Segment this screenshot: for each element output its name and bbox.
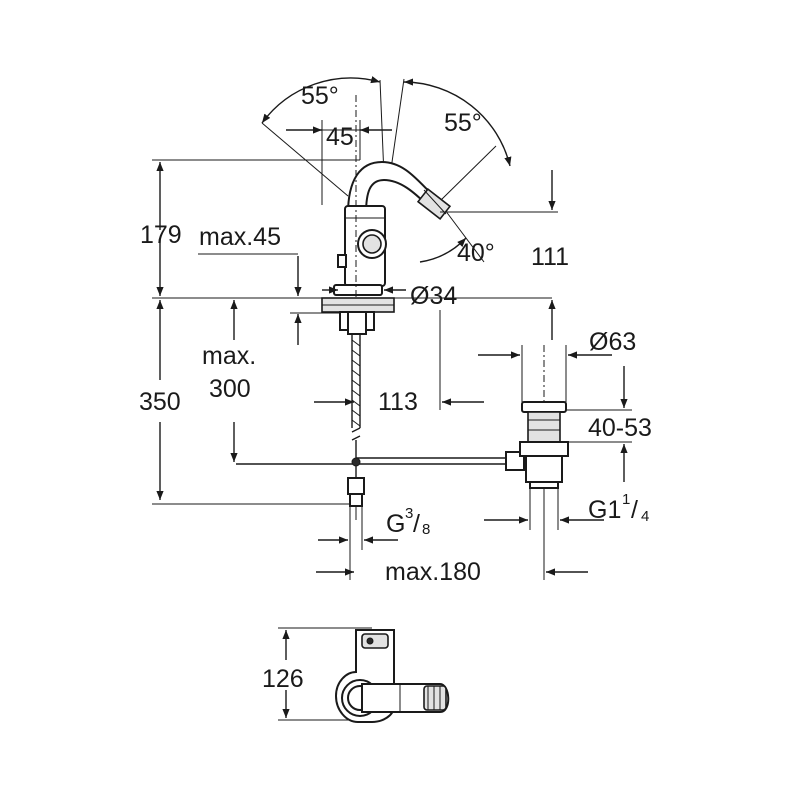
thread-left-label: G 3 / 8 bbox=[386, 505, 430, 538]
thread-left-num: 3 bbox=[405, 505, 413, 522]
thread-right-den: 4 bbox=[641, 508, 649, 525]
waste-diameter-label: Ø63 bbox=[589, 328, 636, 356]
height-total-label: 179 bbox=[140, 221, 182, 249]
plan-depth-label: 126 bbox=[262, 665, 304, 693]
dimension-labels: 55° 55° 45 179 max.45 40° 111 Ø34 max. 3… bbox=[139, 82, 652, 693]
bidet-mixer-front-view bbox=[236, 76, 569, 525]
thread-right-slash: / bbox=[631, 496, 638, 524]
thread-left-main: G bbox=[386, 510, 405, 538]
max-rod-label: max.180 bbox=[385, 558, 481, 586]
tap-body bbox=[321, 160, 452, 520]
reach-label: 113 bbox=[378, 388, 418, 416]
swing-angle-lines bbox=[261, 76, 512, 263]
spout-height-label: 111 bbox=[531, 243, 569, 271]
dimension-lines bbox=[152, 120, 632, 721]
thread-right-label: G1 1 / 4 bbox=[588, 491, 649, 525]
max-deck-label: max.45 bbox=[199, 223, 281, 251]
overall-height-label: 350 bbox=[139, 388, 181, 416]
angle-spout-label: 40° bbox=[457, 239, 495, 267]
thread-left-slash: / bbox=[413, 510, 420, 538]
thread-left-den: 8 bbox=[422, 521, 430, 538]
base-diameter-label: Ø34 bbox=[410, 282, 457, 310]
max-supply-label-b: 300 bbox=[209, 375, 251, 403]
spout-offset-label: 45 bbox=[326, 123, 354, 151]
bidet-mixer-plan-view bbox=[334, 629, 450, 723]
thread-right-num: 1 bbox=[622, 491, 630, 508]
waste-assembly bbox=[519, 401, 569, 525]
angle-left-label: 55° bbox=[301, 82, 339, 110]
pop-up-rod bbox=[236, 451, 525, 471]
max-supply-label-a: max. bbox=[202, 342, 256, 370]
thread-right-main: G1 bbox=[588, 496, 621, 524]
waste-range-label: 40-53 bbox=[588, 414, 652, 442]
angle-right-label: 55° bbox=[444, 109, 482, 137]
